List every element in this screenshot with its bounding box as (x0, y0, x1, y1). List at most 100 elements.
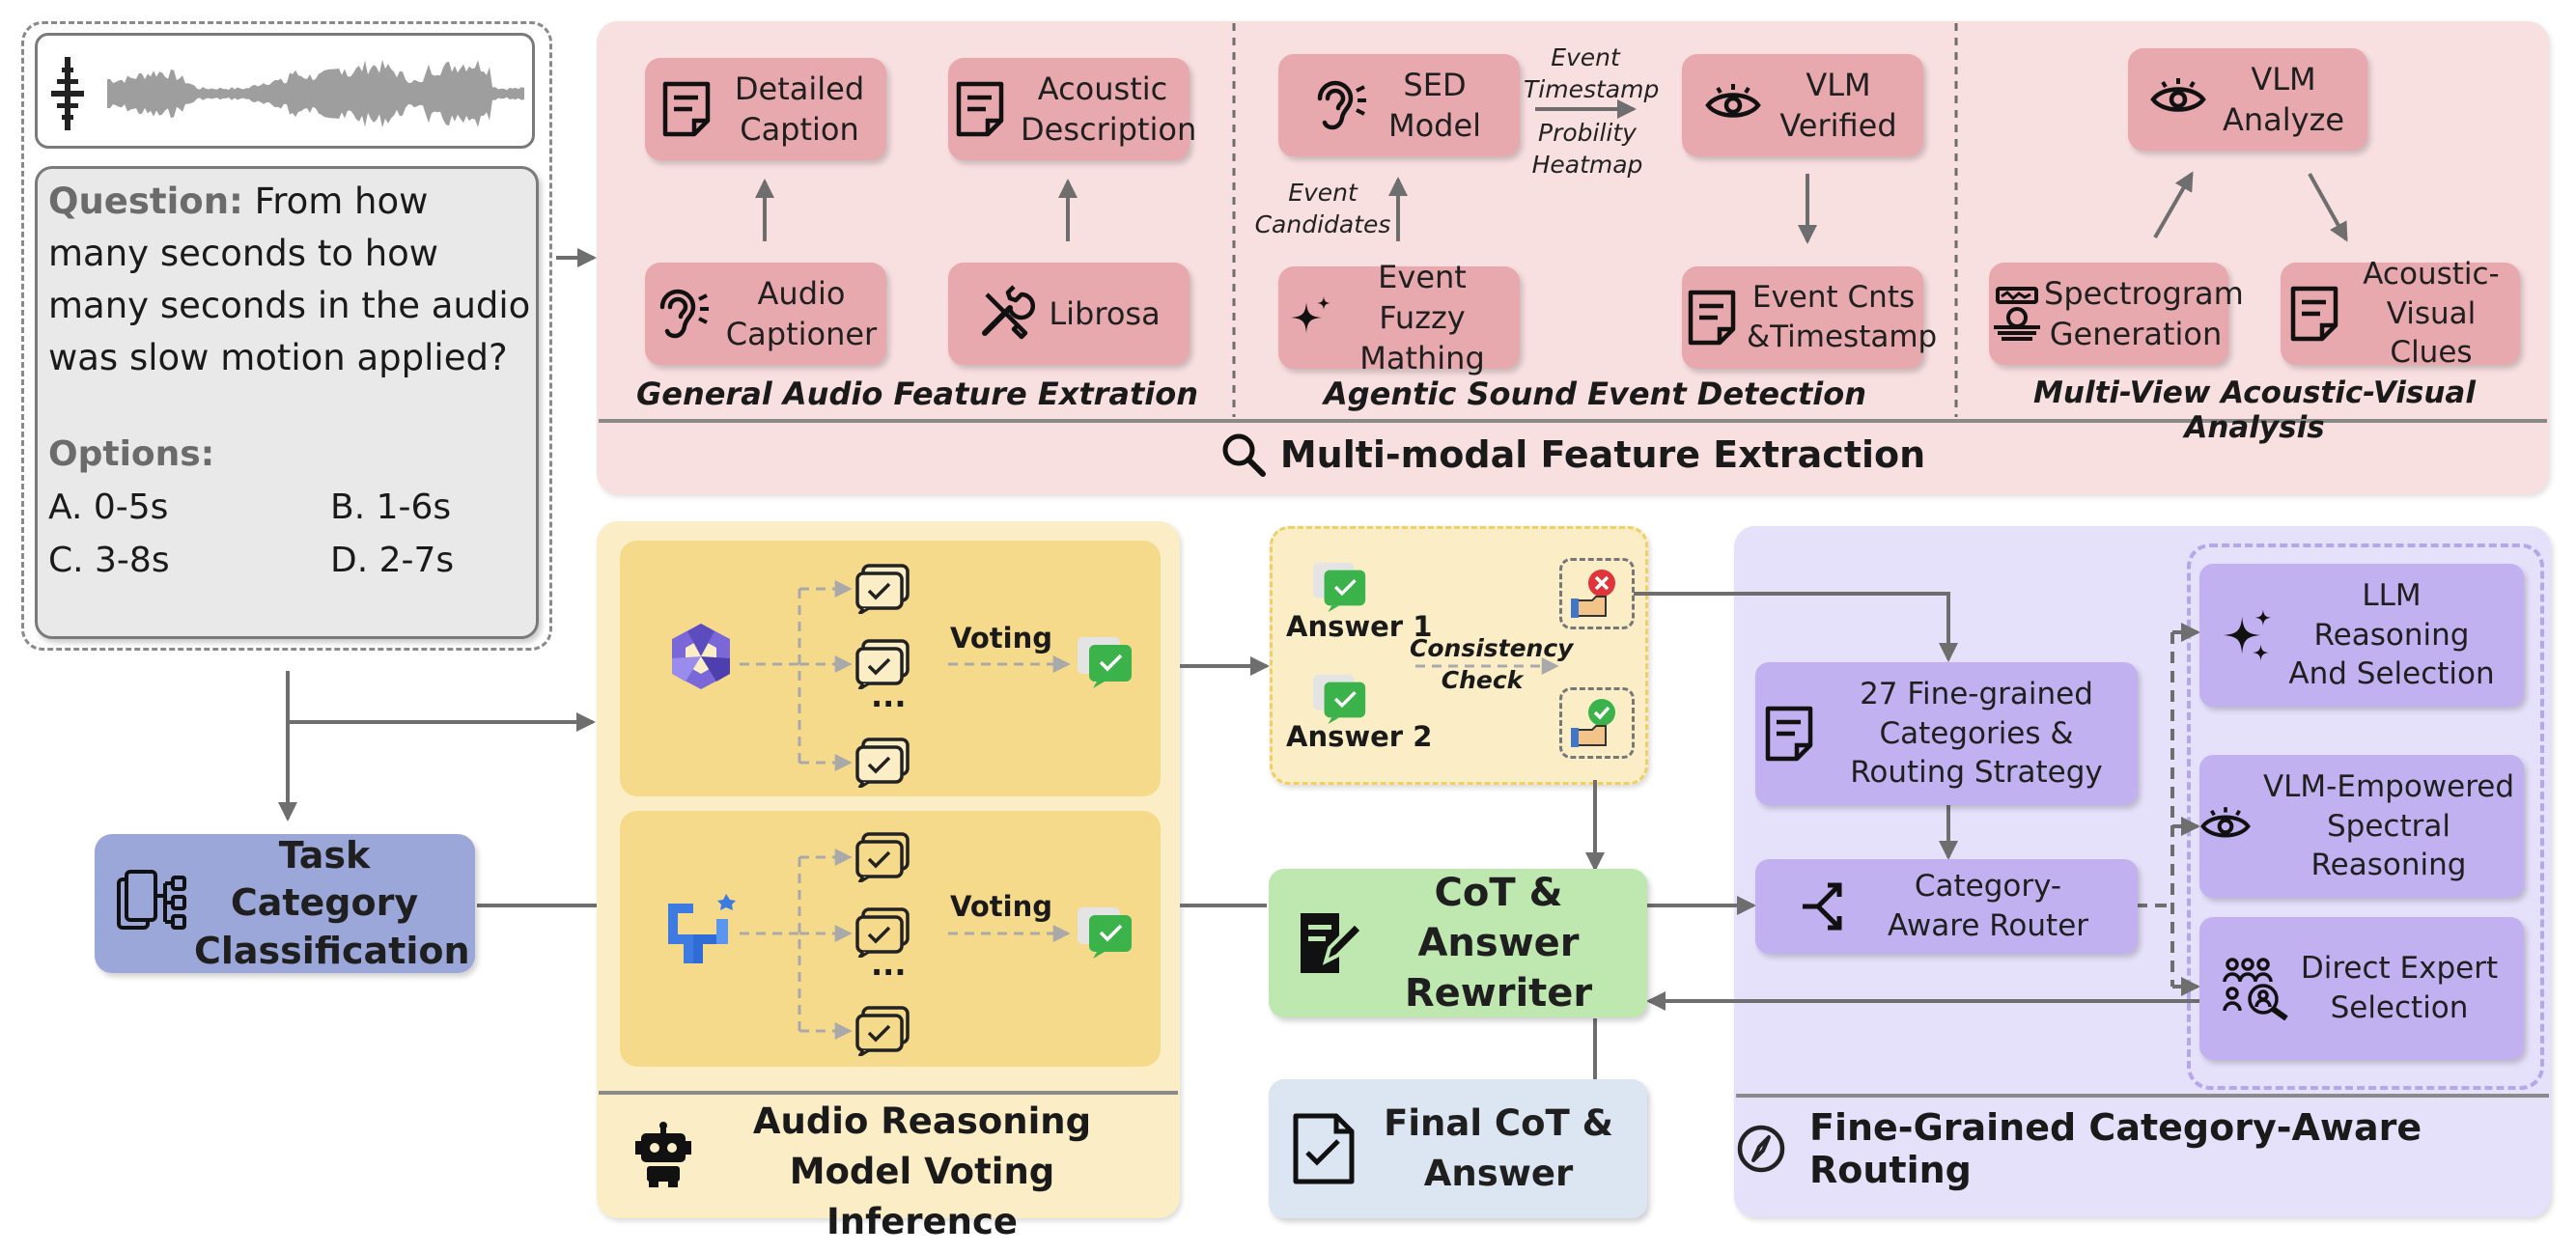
hierarchy-icon (115, 870, 188, 937)
voted-answer-icon (1076, 905, 1135, 963)
question-label: Question: (48, 181, 243, 222)
router-box: Category-Aware Router (1755, 859, 2138, 954)
response-icon (854, 832, 913, 886)
librosa-label: Librosa (1049, 294, 1161, 332)
eye-icon (2149, 76, 2207, 123)
ear-icon (653, 284, 711, 344)
option-c: C. 3-8s (48, 541, 170, 580)
waveform-box (35, 33, 535, 149)
expert-box: Direct Expert Selection (2199, 917, 2524, 1060)
question-text: Question: From how many seconds to how m… (48, 176, 531, 384)
event-cnts-label: Event Cnts &Timestamp (1747, 280, 1938, 354)
event-candidates-label: Event Candidates (1254, 179, 1391, 238)
final-box: Final CoT & Answer (1269, 1079, 1647, 1218)
rewriter-label: CoT & Answer Rewriter (1404, 871, 1593, 1016)
answer1-label: Answer 1 (1286, 610, 1433, 643)
search-icon (1220, 432, 1267, 478)
checked-document-icon (1292, 1112, 1356, 1185)
event-fuzzy-label: Event Fuzzy Mathing (1359, 258, 1485, 377)
spectrogram-icon (1990, 285, 2044, 343)
voting-label-1: Voting (950, 622, 1052, 654)
response-icon (854, 639, 913, 693)
answer2-icon (1311, 672, 1369, 730)
clues-box: Acoustic-Visual Clues (2281, 257, 2520, 370)
task-classification-label: Task Category Classification (194, 833, 470, 972)
final-label: Final CoT & Answer (1384, 1102, 1613, 1194)
eye-icon (2199, 805, 2252, 848)
qwen-logo-icon (662, 618, 740, 699)
categories-box: 27 Fine-grained Categories & Routing Str… (1755, 662, 2138, 805)
voting-label-2: Voting (950, 890, 1052, 923)
categories-label: 27 Fine-grained Categories & Routing Str… (1850, 676, 2103, 791)
options-label: Options: (48, 434, 215, 474)
question-box (35, 166, 539, 639)
vlm-analyze-label: VLM Analyze (2222, 60, 2345, 138)
llm-box: LLM Reasoning And Selection (2199, 564, 2524, 707)
feature-extraction-title-text: Multi-modal Feature Extraction (1279, 433, 1926, 476)
spectrogram-box: Spectrogram Generation (1989, 263, 2244, 365)
sparkle-icon (2221, 607, 2273, 663)
question-body: From how many seconds to how many second… (48, 181, 531, 378)
multiview-caption: Multi-View Acoustic-Visual Analysis (2033, 376, 2476, 445)
spectrogram-label: Spectrogram Generation (2044, 274, 2244, 352)
llm-label: LLM Reasoning And Selection (2288, 577, 2495, 692)
sed-caption: Agentic Sound Event Detection (1323, 376, 1867, 412)
audio-waveform-icon (51, 57, 524, 130)
sed-model-box: SED Model (1278, 54, 1520, 156)
option-a: A. 0-5s (48, 487, 169, 527)
document-icon (1762, 705, 1816, 763)
model-logo-icon (664, 890, 742, 975)
rewriter-box: CoT & Answer Rewriter (1269, 869, 1647, 1017)
expert-label: Direct Expert Selection (2300, 951, 2499, 1025)
eye-icon (1704, 82, 1762, 128)
split-arrow-icon (1799, 879, 1847, 933)
router-label: Category-Aware Router (1887, 869, 2089, 943)
ear-icon (1310, 75, 1368, 135)
option-d: D. 2-7s (330, 541, 455, 580)
vlm-analyze-box: VLM Analyze (2128, 48, 2367, 151)
routing-title-text: Fine-Grained Category-Aware Routing (1809, 1106, 2422, 1191)
detailed-caption-label: Detailed Caption (734, 70, 865, 148)
detailed-caption-box: Detailed Caption (645, 58, 886, 160)
expert-search-icon (2223, 957, 2290, 1020)
consistency-check-label: Consistency Check (1410, 634, 1574, 694)
vlm-reasoning-box: VLM-Empowered Spectral Reasoning (2199, 755, 2524, 898)
approve-icon (1559, 687, 1635, 759)
voting-title: Audio Reasoning Model Voting Inference (752, 1100, 1092, 1242)
response-icon (854, 1006, 913, 1060)
probility-heatmap-label: Probility Heatmap (1531, 119, 1643, 179)
response-icon (854, 907, 913, 961)
answer1-icon (1311, 560, 1369, 618)
audio-captioner-label: Audio Captioner (725, 274, 878, 352)
tools-icon (977, 285, 1036, 343)
clues-label: Acoustic-Visual Clues (2363, 256, 2500, 371)
response-icon (854, 738, 913, 792)
sparkle-icon (1289, 294, 1331, 341)
audio-captioner-box: Audio Captioner (645, 263, 886, 365)
general-feature-caption: General Audio Feature Extration (635, 376, 1199, 412)
feature-extraction-title: Multi-modal Feature Extraction (599, 425, 2547, 485)
reject-icon (1559, 558, 1635, 629)
task-classification-box: Task Category Classification (95, 834, 475, 973)
option-b: B. 1-6s (330, 487, 452, 527)
vlm-verified-label: VLM Verified (1779, 66, 1897, 144)
robot-icon (633, 1122, 693, 1193)
event-fuzzy-box: Event Fuzzy Mathing (1278, 259, 1520, 376)
edit-icon (1297, 909, 1360, 977)
vlm-reasoning-label: VLM-Empowered Spectral Reasoning (2262, 768, 2515, 883)
acoustic-description-box: Acoustic Description (948, 58, 1196, 160)
sed-model-label: SED Model (1387, 66, 1482, 144)
document-icon (659, 80, 714, 138)
response-icon (854, 564, 913, 618)
ellipsis: ... (871, 946, 907, 983)
vlm-verified-box: VLM Verified (1682, 54, 1923, 156)
document-icon (1685, 289, 1739, 347)
event-cnts-box: Event Cnts &Timestamp (1682, 266, 1938, 369)
routing-title: Fine-Grained Category-Aware Routing (1736, 1100, 2549, 1197)
answer2-label: Answer 2 (1286, 720, 1433, 753)
ellipsis: ... (871, 678, 907, 714)
event-timestamp-label: Event Timestamp (1524, 43, 1660, 103)
compass-icon (1736, 1124, 1786, 1174)
document-icon (953, 80, 1007, 138)
